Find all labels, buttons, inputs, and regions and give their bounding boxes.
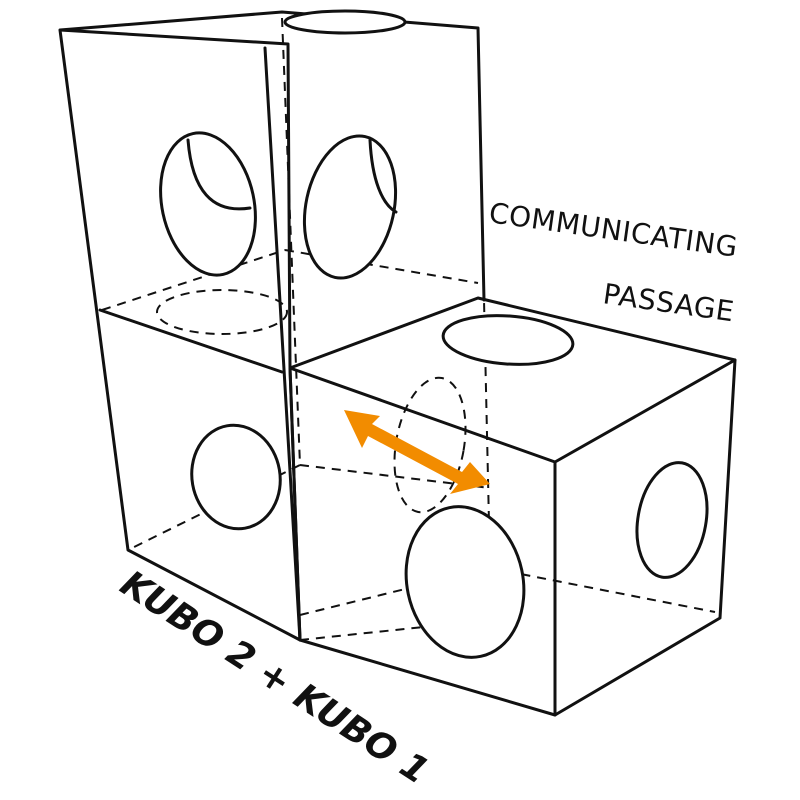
kubo-2-internal-hole (156, 289, 288, 335)
base-label: KUBO 2 + KUBO 1 (113, 563, 436, 792)
communicating-passage-arrow (344, 410, 490, 494)
kubo-2-lower-left-hole (190, 423, 282, 531)
kubo-2-hidden-edges (101, 17, 491, 641)
kubo-1-cube (288, 296, 737, 717)
kubo-2-upper-right-hole (302, 134, 398, 280)
passage-label-line-1: COMMUNICATING (487, 196, 740, 264)
kubo-1-front-edges (288, 358, 737, 717)
kubo-2-vertical-edge (263, 46, 302, 642)
kubo-1-front-hole (404, 505, 526, 659)
kubo-1-side-hole (635, 461, 709, 579)
kubo-2-top-hole (283, 9, 407, 35)
kubo-2-seam (98, 308, 284, 374)
kubo-2-stack (58, 9, 491, 642)
passage-label-line-2: PASSAGE (601, 277, 736, 328)
kubo-1-outline (288, 296, 737, 717)
kubo-2-upper-left-hole (159, 131, 257, 277)
kubo-1-top-hole (441, 314, 575, 366)
